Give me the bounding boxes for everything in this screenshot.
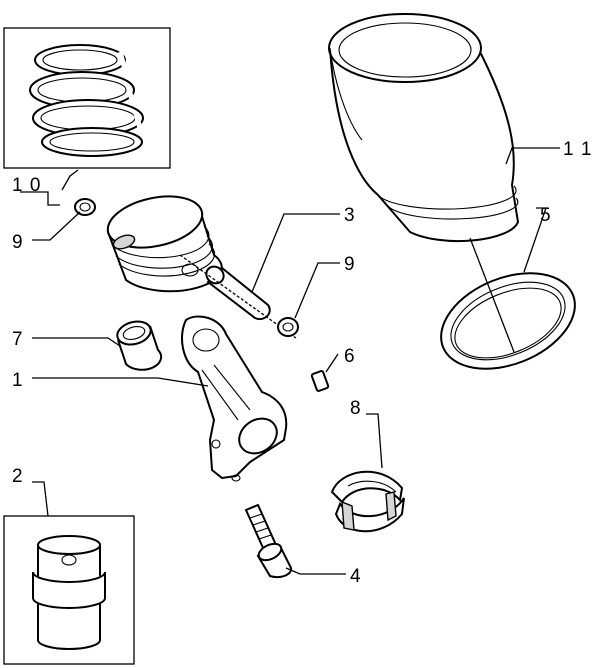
liner-axis-line — [469, 237, 515, 353]
callout-4: 4 — [350, 566, 362, 587]
callout-9-right: 9 — [344, 254, 356, 275]
callout-11: 1 1 — [563, 139, 592, 160]
callout-7: 7 — [12, 329, 24, 350]
callout-5: 5 — [540, 205, 552, 226]
piston-part — [106, 195, 223, 293]
dowel-pin-part — [310, 370, 330, 392]
piston-pin-part — [32, 535, 106, 650]
circlip-upper-part — [74, 198, 96, 216]
bearing-shells-part — [330, 470, 405, 533]
small-end-bushing-part — [116, 320, 163, 371]
seal-ring-part — [440, 272, 576, 370]
callout-2: 2 — [12, 466, 24, 487]
piston-rings-inset — [3, 27, 171, 169]
piston-rings-part — [29, 44, 144, 157]
rod-bolt-part — [244, 503, 293, 579]
circlip-lower-part — [277, 317, 299, 337]
callout-9-left: 9 — [12, 232, 24, 253]
callout-labels: 1 0 9 3 9 5 1 1 7 1 6 8 2 4 — [12, 139, 592, 587]
callout-6: 6 — [344, 346, 356, 367]
callout-8: 8 — [350, 398, 362, 419]
callout-3: 3 — [344, 205, 356, 226]
callout-10: 1 0 — [12, 175, 41, 196]
leader-lines — [20, 147, 560, 575]
callout-1: 1 — [12, 370, 24, 391]
piston-pin-shaft-part — [179, 254, 297, 339]
cylinder-liner-part — [328, 13, 520, 243]
connecting-rod-part — [181, 315, 288, 482]
piston-pin-inset — [3, 515, 135, 665]
